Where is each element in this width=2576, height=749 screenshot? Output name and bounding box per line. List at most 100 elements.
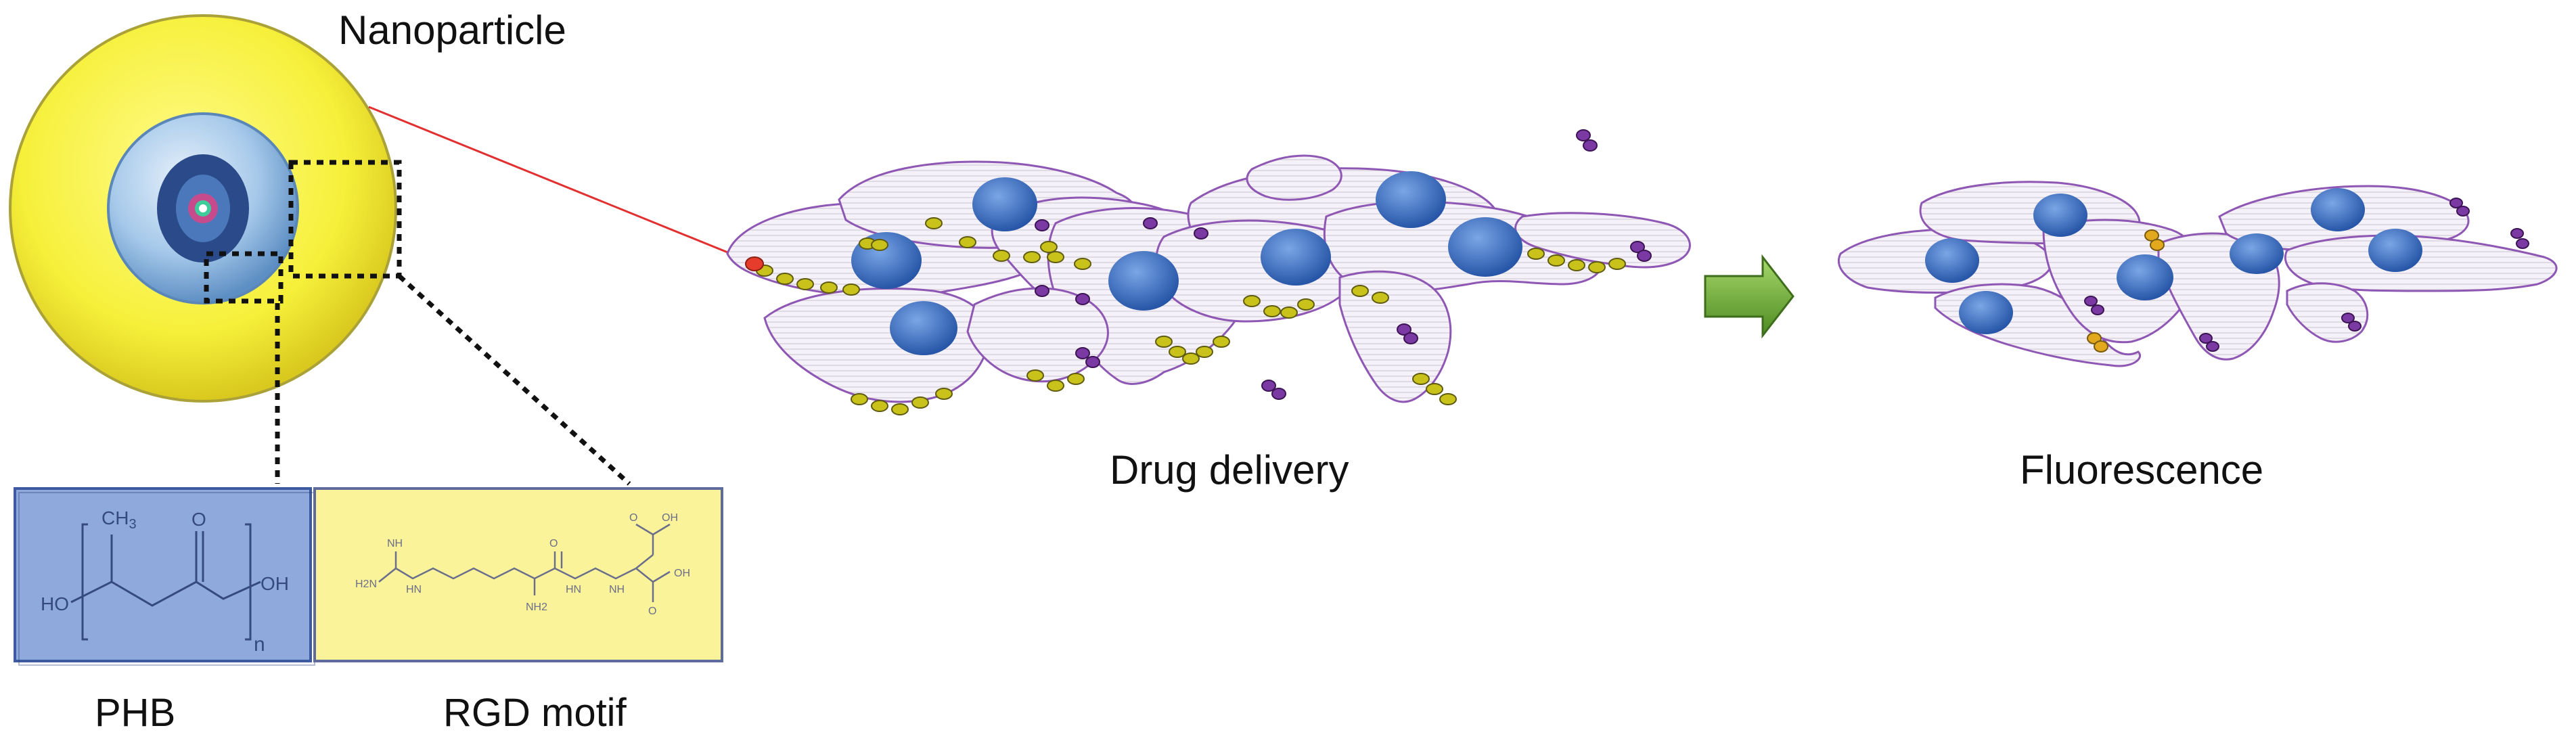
drug-delivery-cells [726,129,1691,415]
rgd-right-oh-label: OH [674,568,690,579]
purple-particle [2341,313,2355,323]
rgd-guan-nh-label: NH [387,538,403,549]
nucleus [2230,233,2284,274]
purple-particle [1583,139,1598,152]
purple-particle [1075,293,1090,305]
fluorescence-label: Fluorescence [2020,447,2264,493]
nucleus [2368,229,2422,272]
rgd-amine-label: NH2 [526,602,547,613]
drug-particle [1074,258,1091,270]
purple-particle [2206,341,2219,352]
drug-particle [911,396,929,409]
drug-particle [776,273,794,285]
zoom-box-rgd [288,160,402,279]
nanoparticle-illustration [9,14,397,403]
drug-particle [1026,369,1044,382]
drug-particle [1155,336,1173,348]
purple-particle [2516,238,2529,249]
purple-particle [1397,323,1411,336]
drug-particle [1040,241,1058,253]
phb-label: PHB [95,691,176,735]
rgd-guan-hn-label: HN [406,584,422,595]
nucleus [1959,291,2013,334]
nucleus [2311,188,2365,231]
purple-particle [2199,333,2213,344]
gold-particle [2150,239,2165,251]
purple-particle [2091,304,2104,315]
phb-chem-labels: CH3 O HO OH n [41,507,289,656]
rgd-top-oh-label: OH [662,512,678,524]
drug-particle [1280,307,1298,319]
drug-particle [1182,353,1200,365]
cell-membrane [763,287,991,403]
drug-particle [871,239,888,251]
nucleus [972,177,1037,231]
nucleus [2033,194,2087,237]
drug-particle [1213,336,1230,348]
purple-particle [2510,228,2524,239]
drug-particle [925,217,943,229]
drug-particle [820,281,838,294]
cell-membrane [1338,270,1452,403]
purple-particle [1085,356,1100,368]
fluorescence-cells [1837,181,2558,367]
nucleus [2117,254,2173,300]
zoom-box-phb [204,251,284,304]
drug-particle [993,250,1010,262]
rgd-structure-box [313,487,723,662]
phb-methyl-label: CH3 [101,507,137,532]
purple-particle [2449,198,2463,208]
nucleus [890,301,957,355]
purple-particle [1194,227,1208,240]
purple-particle [1576,129,1591,141]
rgd-amide-nh2-label: NH [609,584,625,595]
nanoparticle-label: Nanoparticle [338,7,566,53]
drug-particle [1263,305,1281,317]
purple-particle [1143,217,1158,229]
rgd-amide-o-label: O [549,538,558,549]
drug-particle [1297,298,1315,311]
drug-delivery-label: Drug delivery [1110,447,1349,493]
purple-particle [1403,332,1418,344]
nucleus [1261,229,1331,286]
phb-structure-box [14,487,315,666]
drug-particle [959,236,976,248]
phb-oxo-label: O [191,509,206,530]
drug-particle [1351,285,1369,297]
drug-particle [891,403,909,415]
drug-particle [935,388,953,400]
drug-particle [851,393,868,405]
rgd-chem-labels: OH O OH O NH H2N HN NH2 HN NH O [355,512,690,617]
purple-particle [2084,296,2098,307]
purple-particle [1271,388,1286,400]
rgd-guan-nh2-label: H2N [355,578,377,590]
drug-particle [871,400,888,412]
gold-particle [2094,340,2108,353]
nucleus [1376,171,1446,228]
drug-particle [1412,373,1430,385]
drug-particle [1372,292,1389,304]
drug-particle [796,278,814,290]
drug-particle [1067,373,1085,385]
purple-particle [2348,321,2362,332]
rgd-right-o-label: O [648,606,656,617]
pointer-line [368,106,748,262]
drug-particle [1568,259,1585,271]
drug-particle [1023,251,1041,263]
drug-particle [842,283,860,296]
leader-line-rgd [397,274,631,486]
drug-particle [1547,254,1565,267]
drug-particle [1196,346,1213,358]
purple-particle [1261,380,1276,392]
phb-left-end-label: HO [41,593,69,614]
process-arrow [1704,254,1794,339]
drug-particle [1169,346,1186,358]
drug-particle [1426,383,1443,395]
drug-particle [1243,295,1261,307]
purple-particle [1035,219,1049,231]
nucleus [1925,238,1979,283]
purple-particle [1035,285,1049,297]
purple-particle [1075,347,1090,359]
rgd-amide-nh1-label: HN [566,584,581,595]
